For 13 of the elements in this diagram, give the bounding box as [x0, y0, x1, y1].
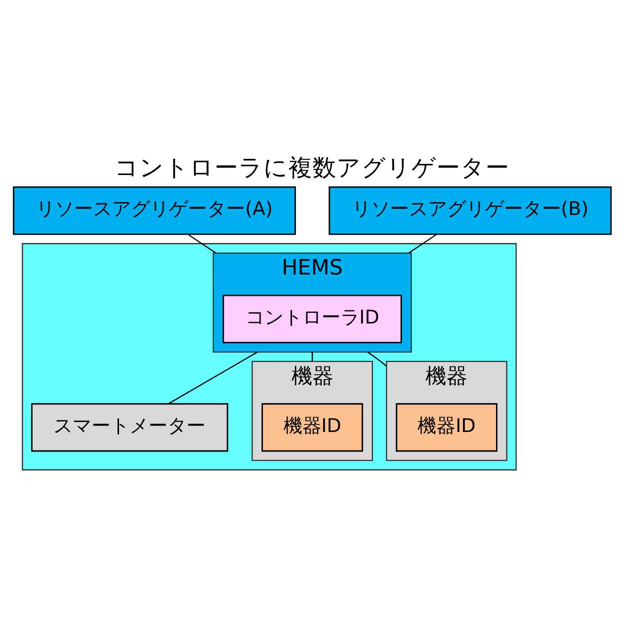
node-box: スマートメーター — [31, 403, 228, 452]
connector — [188, 234, 216, 254]
diagram-title: コントローラに複数アグリゲーター — [114, 153, 510, 182]
node-box: リソースアグリゲーター(A) — [12, 186, 296, 235]
connector — [312, 352, 313, 362]
node-box: コントローラID — [222, 294, 402, 344]
node-box: 機器ID — [262, 403, 364, 452]
connector — [408, 234, 438, 254]
node-box: リソースアグリゲーター(B) — [328, 186, 612, 235]
cluster — [22, 243, 517, 470]
node-box: 機器ID — [396, 403, 498, 452]
connector — [168, 352, 258, 404]
connector — [367, 352, 387, 367]
